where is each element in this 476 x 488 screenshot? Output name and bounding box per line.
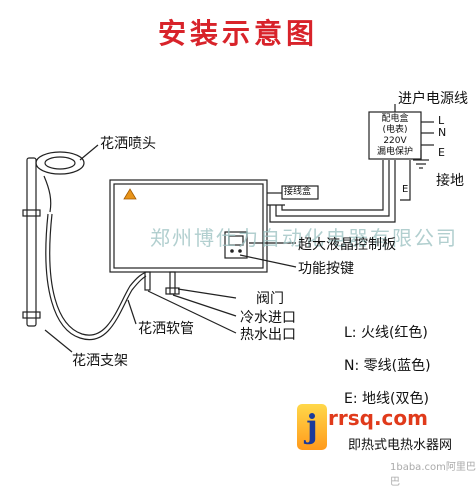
legend-E: E: 地线(双色) xyxy=(344,391,429,407)
bracket-clamp-top xyxy=(22,209,41,217)
distribution-box-line-1: 配电盒 xyxy=(381,114,409,124)
brand-subtitle: 即热式电热水器网 xyxy=(348,438,453,453)
cold-inlet-pipe xyxy=(169,271,176,295)
brand-logo: j xyxy=(297,404,327,450)
shower-head-face xyxy=(44,156,76,170)
hose-leader xyxy=(127,299,137,325)
terminal-E-label: E xyxy=(438,146,445,159)
label-power-line: 进户电源线 xyxy=(398,91,468,107)
heater-body xyxy=(109,179,268,273)
bracket-leader xyxy=(44,329,73,353)
brand-url[interactable]: rrsq.com xyxy=(328,406,428,430)
legend-N: N: 零线(蓝色) xyxy=(344,358,431,374)
legend-L: L: 火线(红色) xyxy=(344,325,428,341)
label-valve: 阀门 xyxy=(256,291,284,307)
wire-E-label: E xyxy=(402,184,409,195)
label-ground: 接地 xyxy=(436,173,464,189)
keys-leader xyxy=(239,254,297,268)
distribution-box-line-4: 漏电保护 xyxy=(376,147,413,157)
label-shower-bracket: 花洒支架 xyxy=(72,353,128,369)
distribution-box-line-2: (电表) xyxy=(382,125,408,135)
lcd-screen xyxy=(228,235,244,246)
cable-outer xyxy=(269,160,396,223)
shower-hose-inner xyxy=(49,213,147,336)
bracket-clamp-bottom xyxy=(22,311,41,319)
label-junction-box: 接线盒 xyxy=(284,187,312,197)
distribution-box-line-3: 220V xyxy=(383,136,407,146)
label-shower-head: 花洒喷头 xyxy=(100,136,156,152)
cable-middle xyxy=(275,160,390,217)
earth-wire xyxy=(400,160,411,201)
hot-outlet-pipe xyxy=(144,271,151,291)
heater-inner-frame xyxy=(113,183,264,269)
label-cold-in: 冷水进口 xyxy=(240,310,296,326)
diagram-title: 安装示意图 xyxy=(157,17,318,50)
shower-head-leader xyxy=(79,144,99,161)
shower-hose xyxy=(45,213,147,341)
shower-head xyxy=(35,151,85,175)
shower-handle xyxy=(43,175,52,213)
footer-watermark: 1baba.com阿里巴巴 xyxy=(390,462,476,488)
warning-icon xyxy=(123,188,137,200)
label-lcd-panel: 超大液晶控制板 xyxy=(298,237,396,253)
cold-in-leader xyxy=(172,294,237,317)
terminal-N-label: N xyxy=(438,126,447,139)
lcd-panel xyxy=(224,231,248,259)
label-function-keys: 功能按键 xyxy=(298,261,354,277)
label-hot-out: 热水出口 xyxy=(240,327,296,343)
watermark-text: 郑州博仕力自动化电器有限公司 xyxy=(150,226,458,250)
terminal-L-label: L xyxy=(438,114,445,127)
valve-leader xyxy=(177,288,237,299)
function-key-1 xyxy=(230,249,234,253)
installation-diagram xyxy=(22,104,434,353)
function-key-2 xyxy=(238,249,242,253)
distribution-box-text: 配电盒 (电表) 220V 漏电保护 xyxy=(369,114,421,158)
cable-inner xyxy=(281,160,384,211)
shower-bracket-pole xyxy=(26,157,37,327)
valve-body xyxy=(165,287,180,295)
hot-out-leader xyxy=(147,290,237,334)
label-shower-hose: 花洒软管 xyxy=(138,321,194,337)
